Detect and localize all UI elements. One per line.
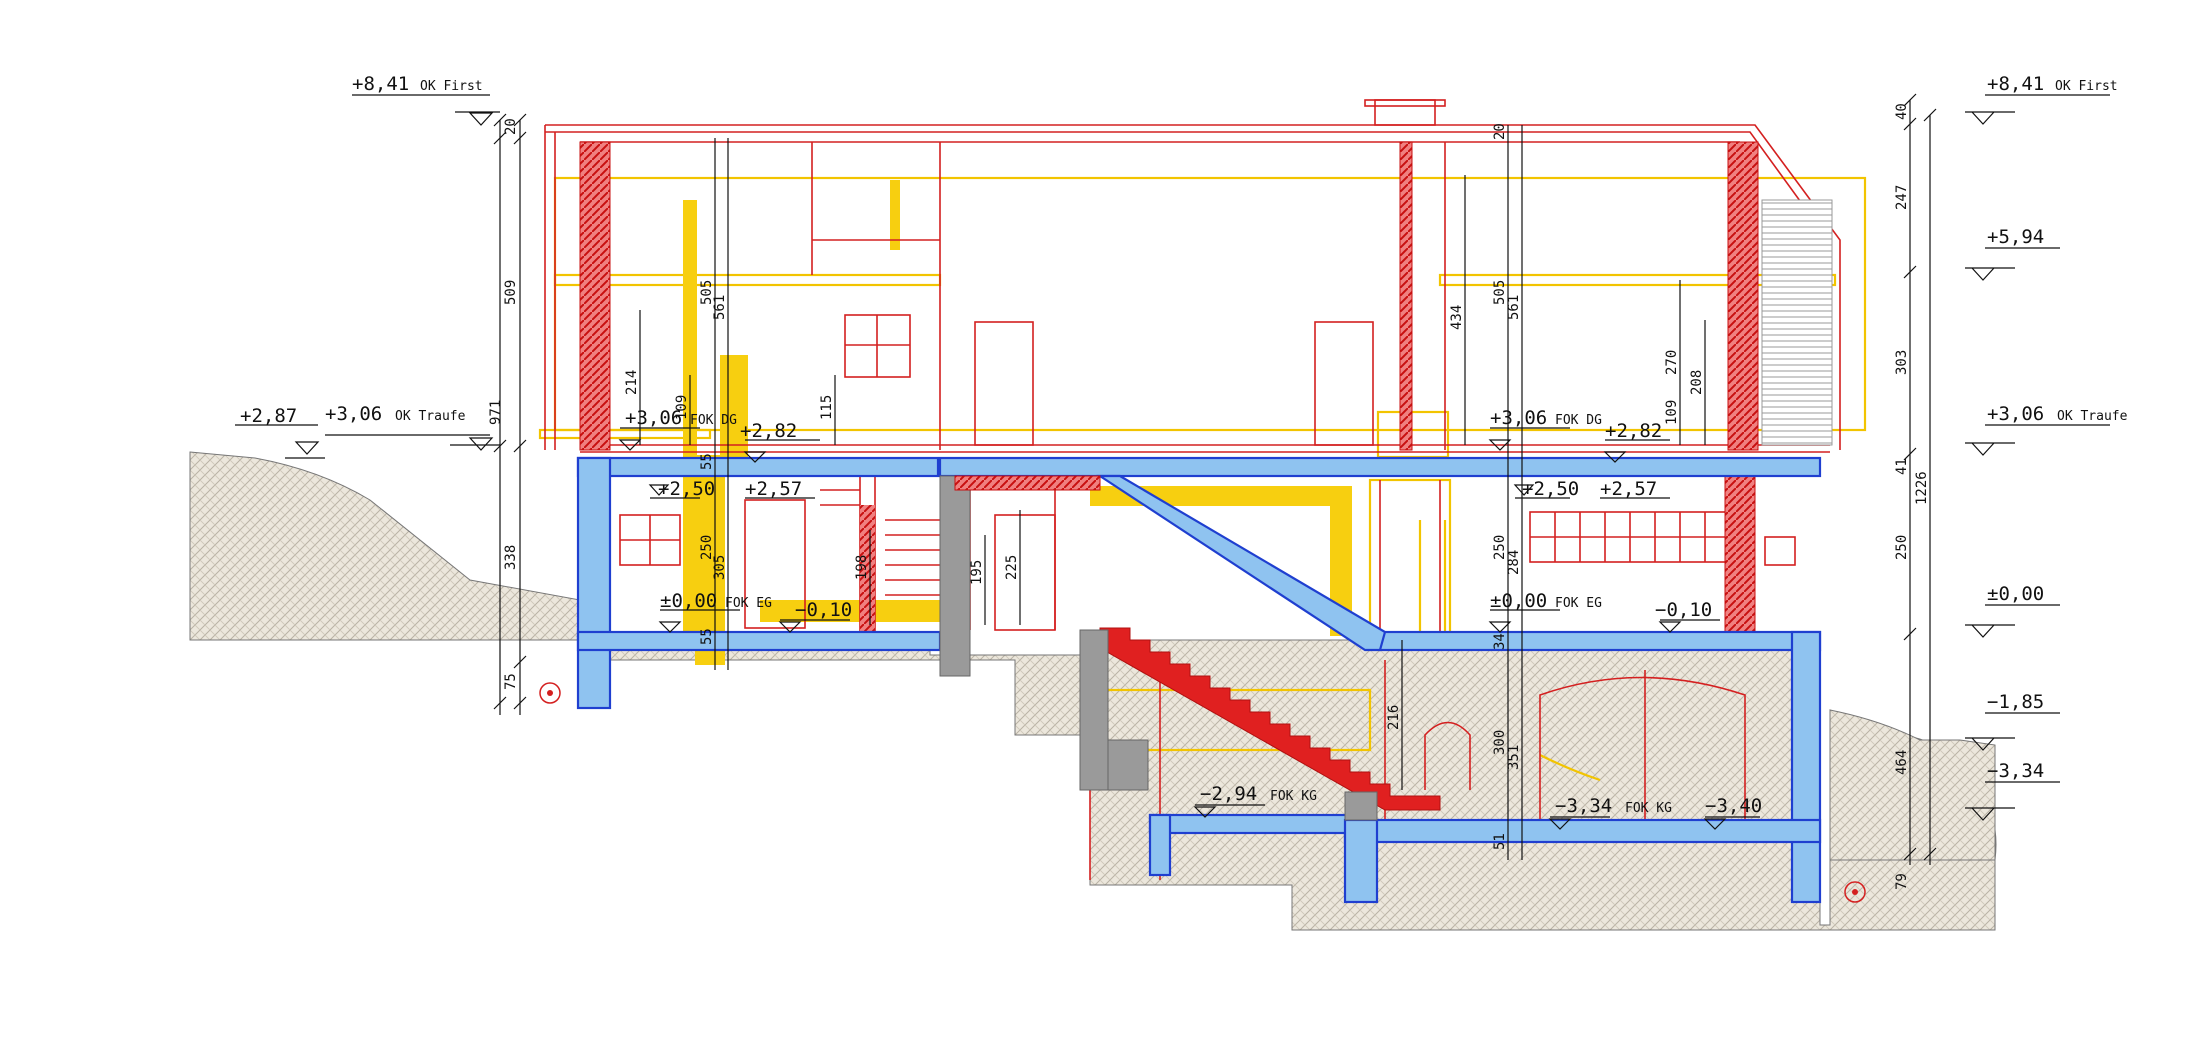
- dim-left-inner-1: 109: [674, 395, 690, 420]
- level-left-1-note: OK Traufe: [395, 409, 466, 424]
- dim-left-inner-4: 55: [699, 453, 715, 470]
- floor-level-4: ±0,00: [660, 590, 717, 612]
- dim-right-inner-8: 300: [1492, 730, 1508, 755]
- left-level-markers: [235, 94, 500, 459]
- floor-level-7: +2,82: [1605, 420, 1662, 442]
- floor-level-0-note: FOK DG: [690, 413, 737, 428]
- dim-right-inner-3: 561: [1506, 295, 1522, 320]
- ground-terrain: [189, 451, 1997, 931]
- floor-level-2: +2,50: [658, 478, 715, 500]
- level-right-0: +8,41: [1987, 73, 2044, 95]
- dim-right-inner-9: 351: [1506, 745, 1522, 770]
- floor-level-6-note: FOK DG: [1555, 413, 1602, 428]
- level-right-4: −1,85: [1987, 691, 2044, 713]
- floor-level-14: −3,40: [1705, 795, 1762, 817]
- floor-level-6: +3,06: [1490, 407, 1547, 429]
- floor-level-1: +2,82: [740, 420, 797, 442]
- dim-left-inner-0: 214: [624, 370, 640, 395]
- dim-left-outer-2: 971: [488, 400, 504, 425]
- survey-markers: [539, 682, 1866, 903]
- floor-level-12-note: FOK KG: [1270, 789, 1317, 804]
- dim-right-inner-5: 284: [1506, 550, 1522, 575]
- floor-level-8: +2,50: [1522, 478, 1579, 500]
- dim-left-inner-11: 225: [1004, 555, 1020, 580]
- dim-right-outer-0: 40: [1894, 103, 1910, 120]
- dim-right-outer-4: 250: [1894, 535, 1910, 560]
- dim-left-inner-3: 561: [712, 295, 728, 320]
- level-right-1: +5,94: [1987, 226, 2044, 248]
- dim-left-inner-5: 250: [699, 535, 715, 560]
- dim-right-inner-6: 34: [1492, 633, 1508, 650]
- floor-level-4-note: FOK EG: [725, 596, 772, 611]
- level-right-2-note: OK Traufe: [2057, 409, 2128, 424]
- level-right-5: −3,34: [1987, 760, 2044, 782]
- dimension-lines: [493, 93, 1937, 865]
- dim-left-inner-6: 305: [712, 555, 728, 580]
- floor-level-11: −0,10: [1655, 599, 1712, 621]
- floor-level-10: ±0,00: [1490, 590, 1547, 612]
- dim-right-inner-0: 20: [1492, 123, 1508, 140]
- dim-right-inner-13: 109: [1664, 400, 1680, 425]
- floor-level-13-note: FOK KG: [1625, 801, 1672, 816]
- dim-left-inner-10: 195: [969, 560, 985, 585]
- dim-left-inner-2: 505: [699, 280, 715, 305]
- floor-level-10-note: FOK EG: [1555, 596, 1602, 611]
- dim-right-inner-2: 505: [1492, 280, 1508, 305]
- dim-left-inner-7: 55: [699, 628, 715, 645]
- floor-level-9: +2,57: [1600, 478, 1657, 500]
- dim-right-inner-10: 51: [1492, 833, 1508, 850]
- dim-right-outer-7: 79: [1894, 873, 1910, 890]
- dim-right-outer-3: 41: [1894, 458, 1910, 475]
- dim-left-outer-4: 75: [503, 673, 519, 690]
- dim-left-outer-0: 20: [503, 118, 519, 135]
- dim-right-outer-5: 1226: [1914, 471, 1930, 505]
- right-level-markers: [1965, 94, 2110, 821]
- dim-right-inner-1: 434: [1449, 305, 1465, 330]
- existing-concrete: [939, 475, 1378, 821]
- floor-level-3: +2,57: [745, 478, 802, 500]
- dim-left-inner-8: 115: [819, 395, 835, 420]
- floor-level-12: −2,94: [1200, 783, 1257, 805]
- level-right-3: ±0,00: [1987, 583, 2044, 605]
- dim-left-outer-3: 338: [503, 545, 519, 570]
- dim-right-inner-7: 216: [1386, 705, 1402, 730]
- level-left-0-note: OK First: [420, 79, 483, 94]
- level-left-2: +2,87: [240, 405, 297, 427]
- dim-right-inner-4: 250: [1492, 535, 1508, 560]
- floor-level-ticks: [618, 427, 1760, 830]
- floor-level-13: −3,34: [1555, 795, 1612, 817]
- dim-right-outer-6: 464: [1894, 750, 1910, 775]
- dim-right-outer-2: 303: [1894, 350, 1910, 375]
- level-left-1: +3,06: [325, 403, 382, 425]
- dim-left-outer-1: 509: [503, 280, 519, 305]
- dim-right-inner-12: 208: [1689, 370, 1705, 395]
- new-construction: [576, 456, 1822, 904]
- dim-left-inner-9: 198: [854, 555, 870, 580]
- dim-right-outer-1: 247: [1894, 185, 1910, 210]
- floor-level-5: −0,10: [795, 599, 852, 621]
- level-left-0: +8,41: [352, 73, 409, 95]
- level-right-0-note: OK First: [2055, 79, 2118, 94]
- floor-level-0: +3,06: [625, 407, 682, 429]
- dim-right-inner-11: 270: [1664, 350, 1680, 375]
- level-right-2: +3,06: [1987, 403, 2044, 425]
